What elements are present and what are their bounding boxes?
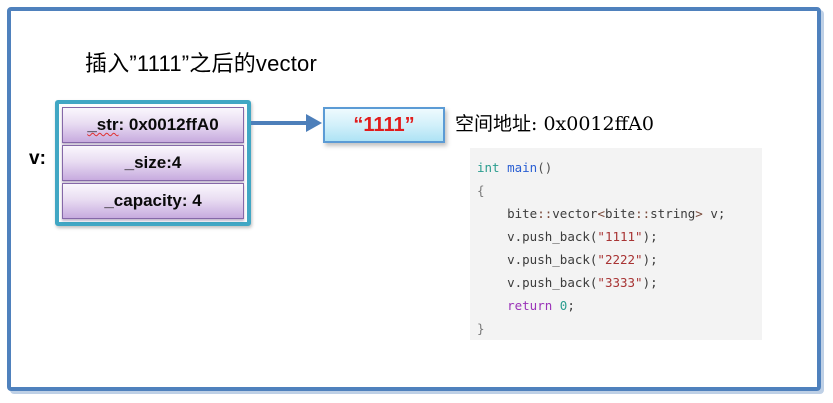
code-token: > (695, 206, 703, 221)
code-token: v; (702, 206, 726, 221)
vector-record-box: _str: 0x0012ffA0 _size:4 _capacity: 4 (55, 100, 251, 226)
code-token: int (477, 160, 500, 175)
code-token: "2222" (597, 252, 643, 267)
code-token (477, 275, 507, 290)
code-token: ); (642, 252, 658, 267)
code-token (477, 298, 507, 313)
code-token: "1111" (597, 229, 643, 244)
code-token: vector (552, 206, 598, 221)
code-line: bite::vector<bite::string> v; (477, 202, 762, 225)
code-token: v.push_back( (507, 275, 598, 290)
code-block: int main(){ bite::vector<bite::string> v… (470, 148, 762, 340)
size-field-value: _size:4 (124, 153, 182, 172)
code-token: bite (604, 206, 636, 221)
code-token: { (477, 183, 485, 198)
code-token (477, 206, 507, 221)
record-row-str: _str: 0x0012ffA0 (62, 107, 244, 143)
code-token (552, 298, 560, 313)
record-row-capacity: _capacity: 4 (62, 183, 244, 219)
code-token: ); (642, 229, 658, 244)
code-token: bite (507, 206, 538, 221)
code-token: :: (635, 206, 651, 221)
code-token: "3333" (597, 275, 643, 290)
code-token: ; (567, 298, 575, 313)
vector-variable-label: v: (29, 148, 46, 169)
code-token: string (650, 206, 696, 221)
code-token: v.push_back( (507, 229, 598, 244)
code-line: v.push_back("3333"); (477, 271, 762, 294)
pointer-arrow-head-icon (306, 114, 322, 132)
code-token: :: (537, 206, 553, 221)
code-token: main (507, 160, 538, 175)
heap-string-text: “1111” (353, 113, 415, 136)
code-token: } (477, 321, 485, 336)
address-label: 空间地址: 0x0012ffA0 (455, 113, 654, 135)
code-token: return (507, 298, 553, 313)
capacity-field-value: _capacity: 4 (104, 191, 202, 210)
record-row-size: _size:4 (62, 145, 244, 181)
code-line: return 0; (477, 294, 762, 317)
code-line: } (477, 317, 762, 340)
code-token: v.push_back( (507, 252, 598, 267)
code-token (477, 252, 507, 267)
diagram-title: 插入”1111”之后的vector (85, 51, 318, 76)
str-field-value: : 0x0012ffA0 (118, 115, 219, 134)
pointer-arrow-line (251, 121, 308, 125)
code-line: v.push_back("1111"); (477, 225, 762, 248)
str-field-name: _str (87, 115, 119, 134)
code-token: ); (642, 275, 658, 290)
code-line: { (477, 179, 762, 202)
code-token: () (537, 160, 553, 175)
code-token (500, 160, 508, 175)
code-line: int main() (477, 156, 762, 179)
code-token: 0 (559, 298, 568, 313)
code-token: < (597, 206, 605, 221)
outer-frame (7, 7, 821, 391)
code-line: v.push_back("2222"); (477, 248, 762, 271)
code-token (477, 229, 507, 244)
heap-string-box: “1111” (323, 107, 445, 143)
